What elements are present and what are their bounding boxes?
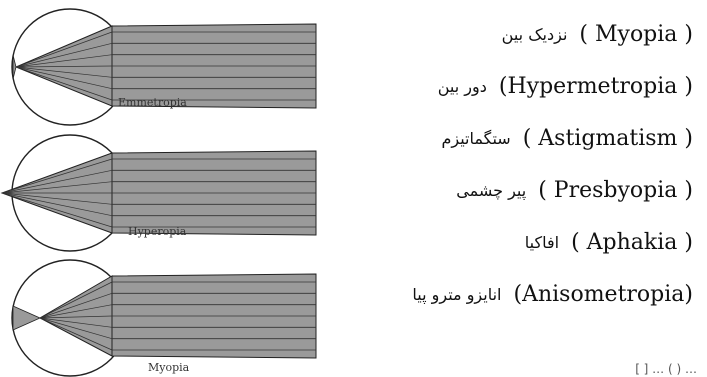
diverging-cone xyxy=(13,306,40,330)
term-hypermetropia: دور بین (Hypermetropia ) xyxy=(313,60,693,112)
term-persian: افاکیا xyxy=(525,233,559,252)
term-persian: ستگماتیزم xyxy=(441,129,510,148)
term-english: (Hypermetropia ) xyxy=(499,74,693,99)
term-presbyopia: پیر چشمی ( Presbyopia ) xyxy=(313,164,693,216)
term-english: ( Myopia ) xyxy=(579,22,693,47)
term-english: ( Aphakia ) xyxy=(571,230,693,255)
panel-label: Myopia xyxy=(148,361,190,374)
diverging-cone xyxy=(13,55,16,79)
term-english: (Anisometropia) xyxy=(513,282,693,307)
term-myopia: نزدیک بین ( Myopia ) xyxy=(313,8,693,60)
term-persian: نزدیک بین xyxy=(502,25,568,44)
panel-label: Hyperopia xyxy=(128,225,187,238)
term-persian: دور بین xyxy=(438,77,487,96)
term-english: ( Presbyopia ) xyxy=(538,178,693,203)
panel-label: Emmetropia xyxy=(118,96,187,109)
term-persian: انایزو مترو پیا xyxy=(412,285,501,304)
term-list: نزدیک بین ( Myopia ) دور بین (Hypermetro… xyxy=(313,8,693,320)
term-anisometropia: انایزو مترو پیا (Anisometropia) xyxy=(313,268,693,320)
term-aphakia: افاکیا ( Aphakia ) xyxy=(313,216,693,268)
term-english: ( Astigmatism ) xyxy=(523,126,693,151)
term-persian: پیر چشمی xyxy=(456,181,526,200)
term-astigmatism: ستگماتیزم ( Astigmatism ) xyxy=(313,112,693,164)
cut-off-footer-text: … ( ) … [ ] xyxy=(635,362,697,376)
